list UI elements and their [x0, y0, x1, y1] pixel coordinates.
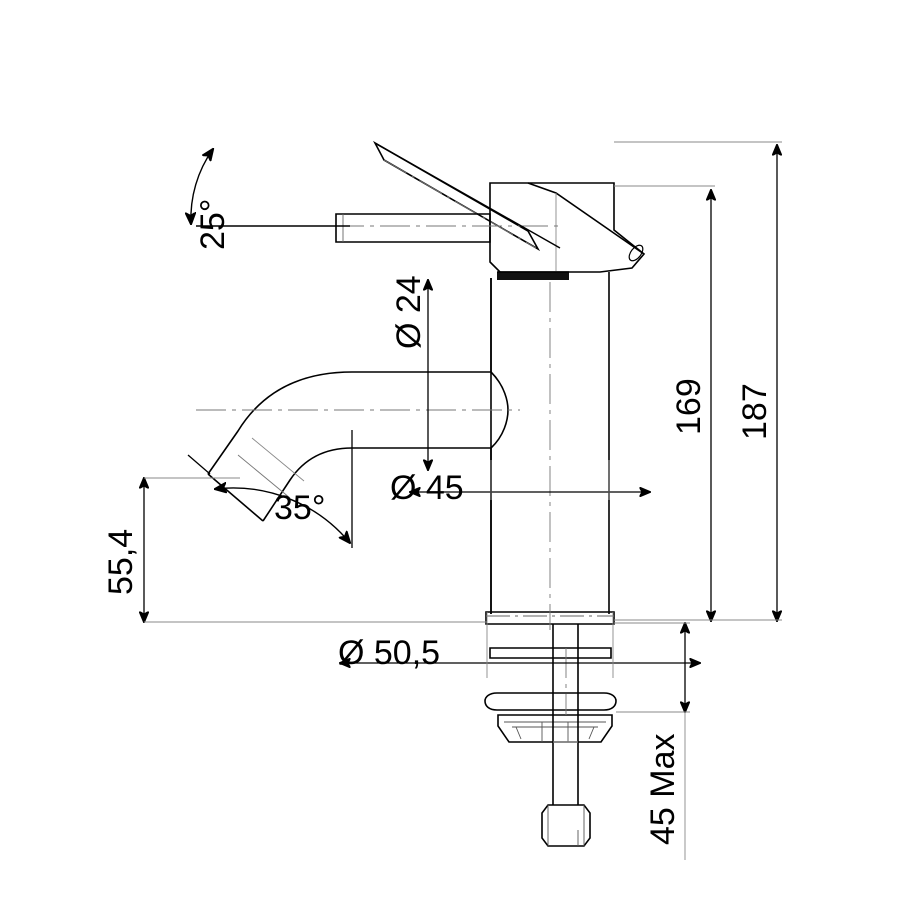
dimension-mounting-thickness	[614, 623, 690, 860]
dimension-label-25-degrees: 25°	[194, 198, 232, 250]
dimension-label-base-diameter: Ø 50,5	[338, 634, 441, 672]
threaded-stud	[552, 624, 579, 805]
hex-nut	[541, 804, 591, 847]
lever-handle-raised	[372, 140, 541, 252]
dimension-lines	[144, 141, 782, 860]
lever-handle-horizontal	[335, 213, 491, 243]
mounting-bracket	[497, 714, 613, 743]
dimension-spout-height	[144, 478, 487, 622]
dimension-label-body-height: 169	[670, 378, 708, 435]
dimension-label-35-degrees: 35°	[274, 489, 326, 527]
dimension-label-spout-height: 55,4	[102, 528, 140, 595]
dimension-label-body-diameter: Ø 45	[390, 469, 464, 507]
cartridge-housing	[489, 182, 646, 280]
dimension-label-total-height: 187	[736, 383, 774, 440]
dimension-label-spout-diameter: Ø 24	[390, 275, 428, 349]
dimension-total-height	[614, 141, 782, 621]
rubber-gasket	[484, 692, 617, 711]
mounting-washer	[489, 647, 612, 659]
dimension-body-diameter	[410, 460, 650, 500]
dimension-base-diameter	[340, 612, 700, 678]
dimension-25-degrees	[191, 142, 561, 249]
dimension-35-degrees	[187, 430, 353, 548]
dimension-label-mounting-thickness: 45 Max	[644, 733, 682, 846]
base-flange	[485, 611, 615, 625]
